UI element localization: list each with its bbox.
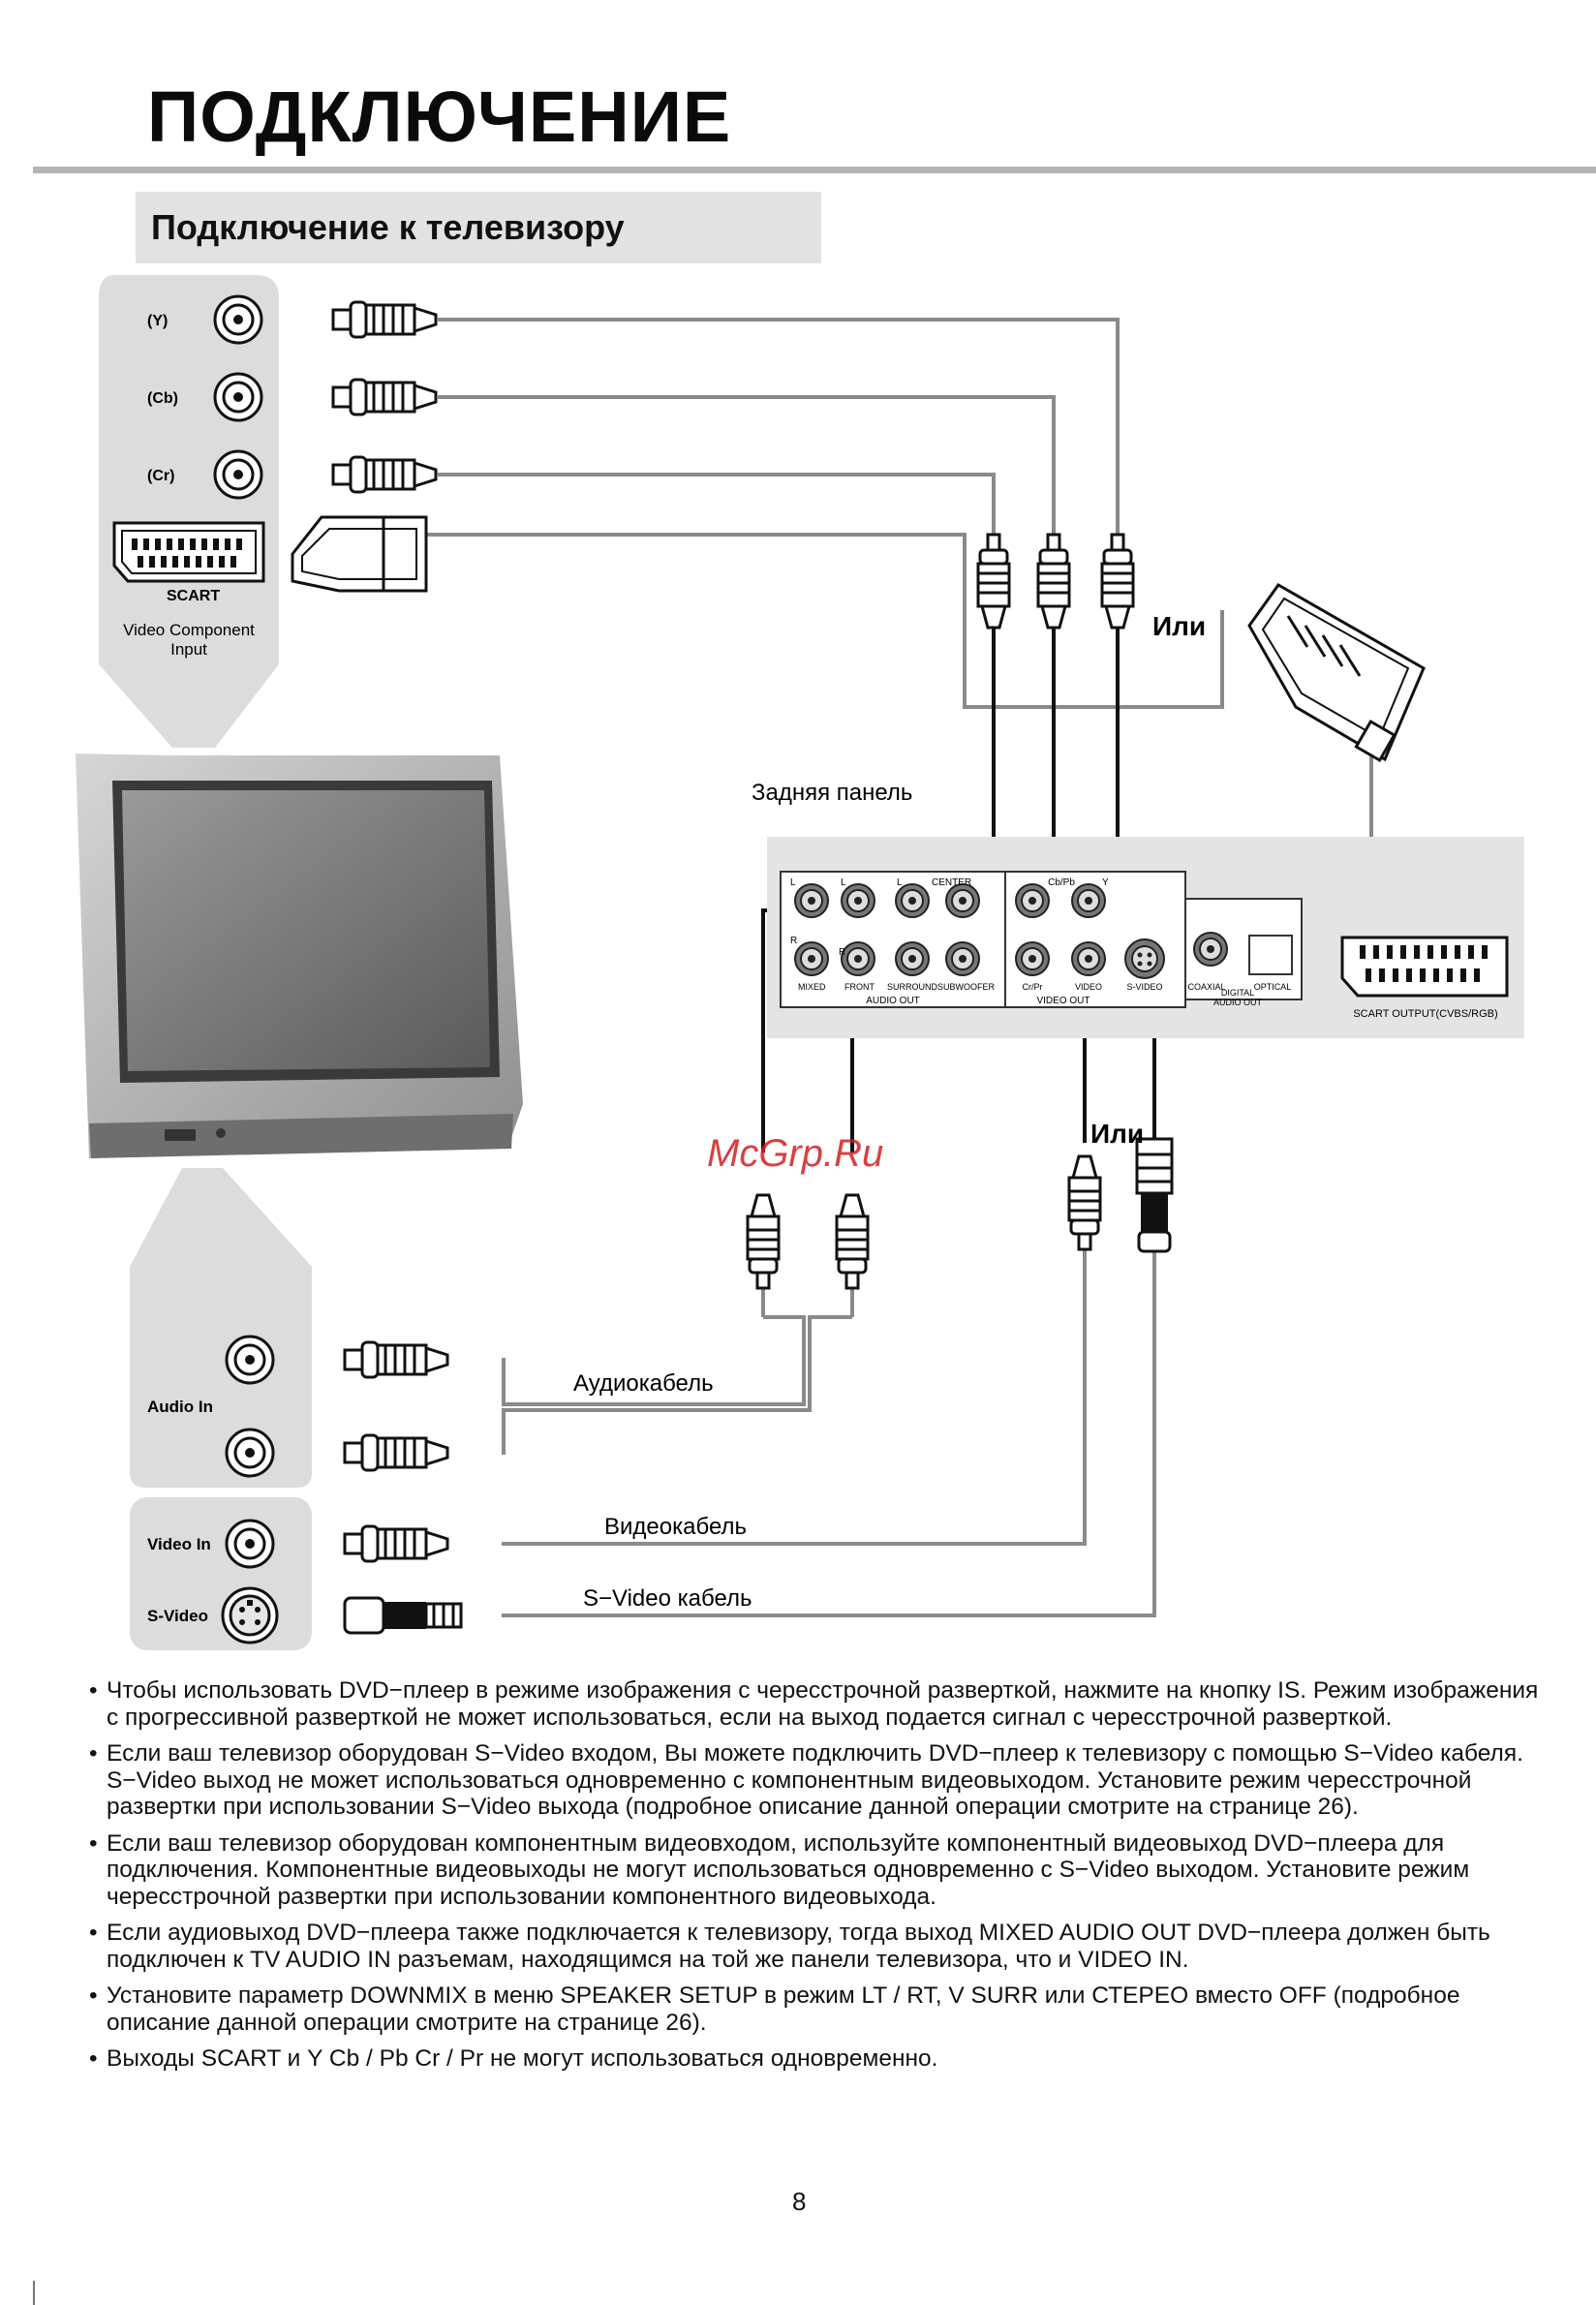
bullet: • [89, 1829, 98, 1857]
svg-text:AUDIO OUT: AUDIO OUT [1213, 998, 1263, 1007]
rear-scart-output [1340, 936, 1509, 998]
note-item: • Чтобы использовать DVD−плеер в режиме и… [89, 1677, 1542, 1731]
audio-cable-label: Аудиокабель [573, 1370, 714, 1397]
crop-mark [33, 2281, 35, 2305]
bullet: • [89, 2045, 98, 2072]
scart-plug-alt [1247, 583, 1426, 763]
svg-text:R: R [790, 936, 797, 946]
tv-jack-audio-l [225, 1335, 275, 1385]
svg-text:L: L [897, 877, 903, 888]
page-number: 8 [792, 2187, 807, 2216]
tv-jack-video-in [225, 1519, 275, 1569]
note-item: • Установите параметр DOWNMIX в меню SPEA… [89, 1982, 1542, 2036]
s-video-cable-label: S−Video кабель [583, 1585, 752, 1612]
svg-text:SCART OUTPUT(CVBS/RGB): SCART OUTPUT(CVBS/RGB) [1353, 1008, 1497, 1020]
svg-text:Cb/Pb: Cb/Pb [1048, 877, 1075, 888]
tv-jack-cr [213, 449, 263, 500]
note-item: • Если аудиовыход DVD−плеера также подклю… [89, 1920, 1542, 1973]
svg-text:OPTICAL: OPTICAL [1254, 982, 1292, 992]
component-caption-1: Video Component [123, 621, 255, 639]
note-text: Если ваш телевизор оборудован компонентн… [107, 1829, 1470, 1910]
bullet: • [89, 1677, 98, 1704]
video-cable-label: Видеокабель [604, 1514, 747, 1540]
svg-text:R: R [839, 947, 845, 958]
svg-text:COAXIAL: COAXIAL [1187, 982, 1225, 992]
svg-text:VIDEO OUT: VIDEO OUT [1036, 996, 1090, 1006]
tv-video-panel [130, 1497, 312, 1650]
label-video-in: Video In [147, 1535, 211, 1553]
tv-jack-s-video [221, 1586, 279, 1644]
svg-text:Cr/Pr: Cr/Pr [1023, 982, 1043, 992]
connection-diagram: (Y) (Cb) (Cr) SCART Video Component Inpu… [76, 275, 1524, 1650]
tv-audio-panel [130, 1168, 312, 1488]
bullet: • [89, 1740, 98, 1767]
svg-text:FRONT: FRONT [844, 982, 875, 992]
note-item: • Выходы SCART и Y Cb / Pb Cr / Pr не мог… [89, 2045, 1542, 2073]
note-text: Чтобы использовать DVD−плеер в режиме из… [107, 1677, 1539, 1731]
cables [426, 318, 1373, 1617]
note-text: Выходы SCART и Y Cb / Pb Cr / Pr не могу… [107, 2045, 938, 2072]
tv-illustration [76, 753, 523, 1158]
svg-text:AUDIO OUT: AUDIO OUT [866, 996, 920, 1006]
or-label-top: Или [1152, 611, 1206, 641]
watermark: McGrp.Ru [707, 1132, 883, 1175]
section-heading-box [136, 192, 821, 263]
label-s-video: S-Video [147, 1607, 208, 1625]
label-cr: (Cr) [147, 468, 174, 484]
svg-text:Y: Y [1102, 877, 1109, 888]
component-caption-2: Input [170, 640, 207, 659]
note-item: • Если ваш телевизор оборудован S−Video в… [89, 1740, 1542, 1821]
label-y: (Y) [147, 313, 168, 329]
s-video-plug-rear [1135, 1137, 1174, 1253]
tv-scart-socket [112, 521, 265, 583]
title-divider [33, 167, 1596, 173]
page-title: ПОДКЛЮЧЕНИЕ [147, 77, 732, 157]
bullet: • [89, 1982, 98, 2009]
svg-text:MIXED: MIXED [798, 982, 826, 992]
svg-text:DIGITAL: DIGITAL [1221, 988, 1254, 998]
svg-text:VIDEO: VIDEO [1075, 982, 1102, 992]
scart-plug-tv [291, 515, 428, 593]
rear-s-video-jack [1124, 938, 1165, 979]
section-heading: Подключение к телевизору [151, 207, 625, 247]
svg-text:S-VIDEO: S-VIDEO [1126, 982, 1162, 992]
label-audio-in: Audio In [147, 1398, 213, 1416]
svg-text:L: L [790, 877, 796, 888]
or-label-bottom: Или [1090, 1119, 1144, 1149]
bullet: • [89, 1920, 98, 1946]
label-scart: SCART [167, 588, 220, 604]
tv-jack-audio-r [225, 1428, 275, 1478]
note-item: • Если ваш телевизор оборудован компонент… [89, 1830, 1542, 1911]
svg-text:L: L [841, 877, 846, 888]
tv-jack-cb [213, 372, 263, 422]
label-cb: (Cb) [147, 390, 178, 407]
note-text: Установите параметр DOWNMIX в меню SPEAK… [107, 1982, 1460, 2036]
svg-text:SURROUND: SURROUND [887, 982, 938, 992]
note-text: Если аудиовыход DVD−плеера также подключ… [107, 1920, 1490, 1973]
s-video-plug-tv [343, 1596, 463, 1635]
rear-panel-label: Задняя панель [752, 780, 912, 806]
svg-text:CENTER: CENTER [932, 877, 971, 888]
note-text: Если ваш телевизор оборудован S−Video вх… [107, 1740, 1523, 1820]
svg-text:SUBWOOFER: SUBWOOFER [937, 982, 996, 992]
tv-jack-y [213, 294, 263, 345]
notes-list: • Чтобы использовать DVD−плеер в режиме и… [89, 1677, 1542, 2082]
tv-component-panel [99, 275, 279, 748]
dvd-rear-panel: L L L CENTER R R MIXED FRONT SURROUND SU… [767, 837, 1524, 1038]
